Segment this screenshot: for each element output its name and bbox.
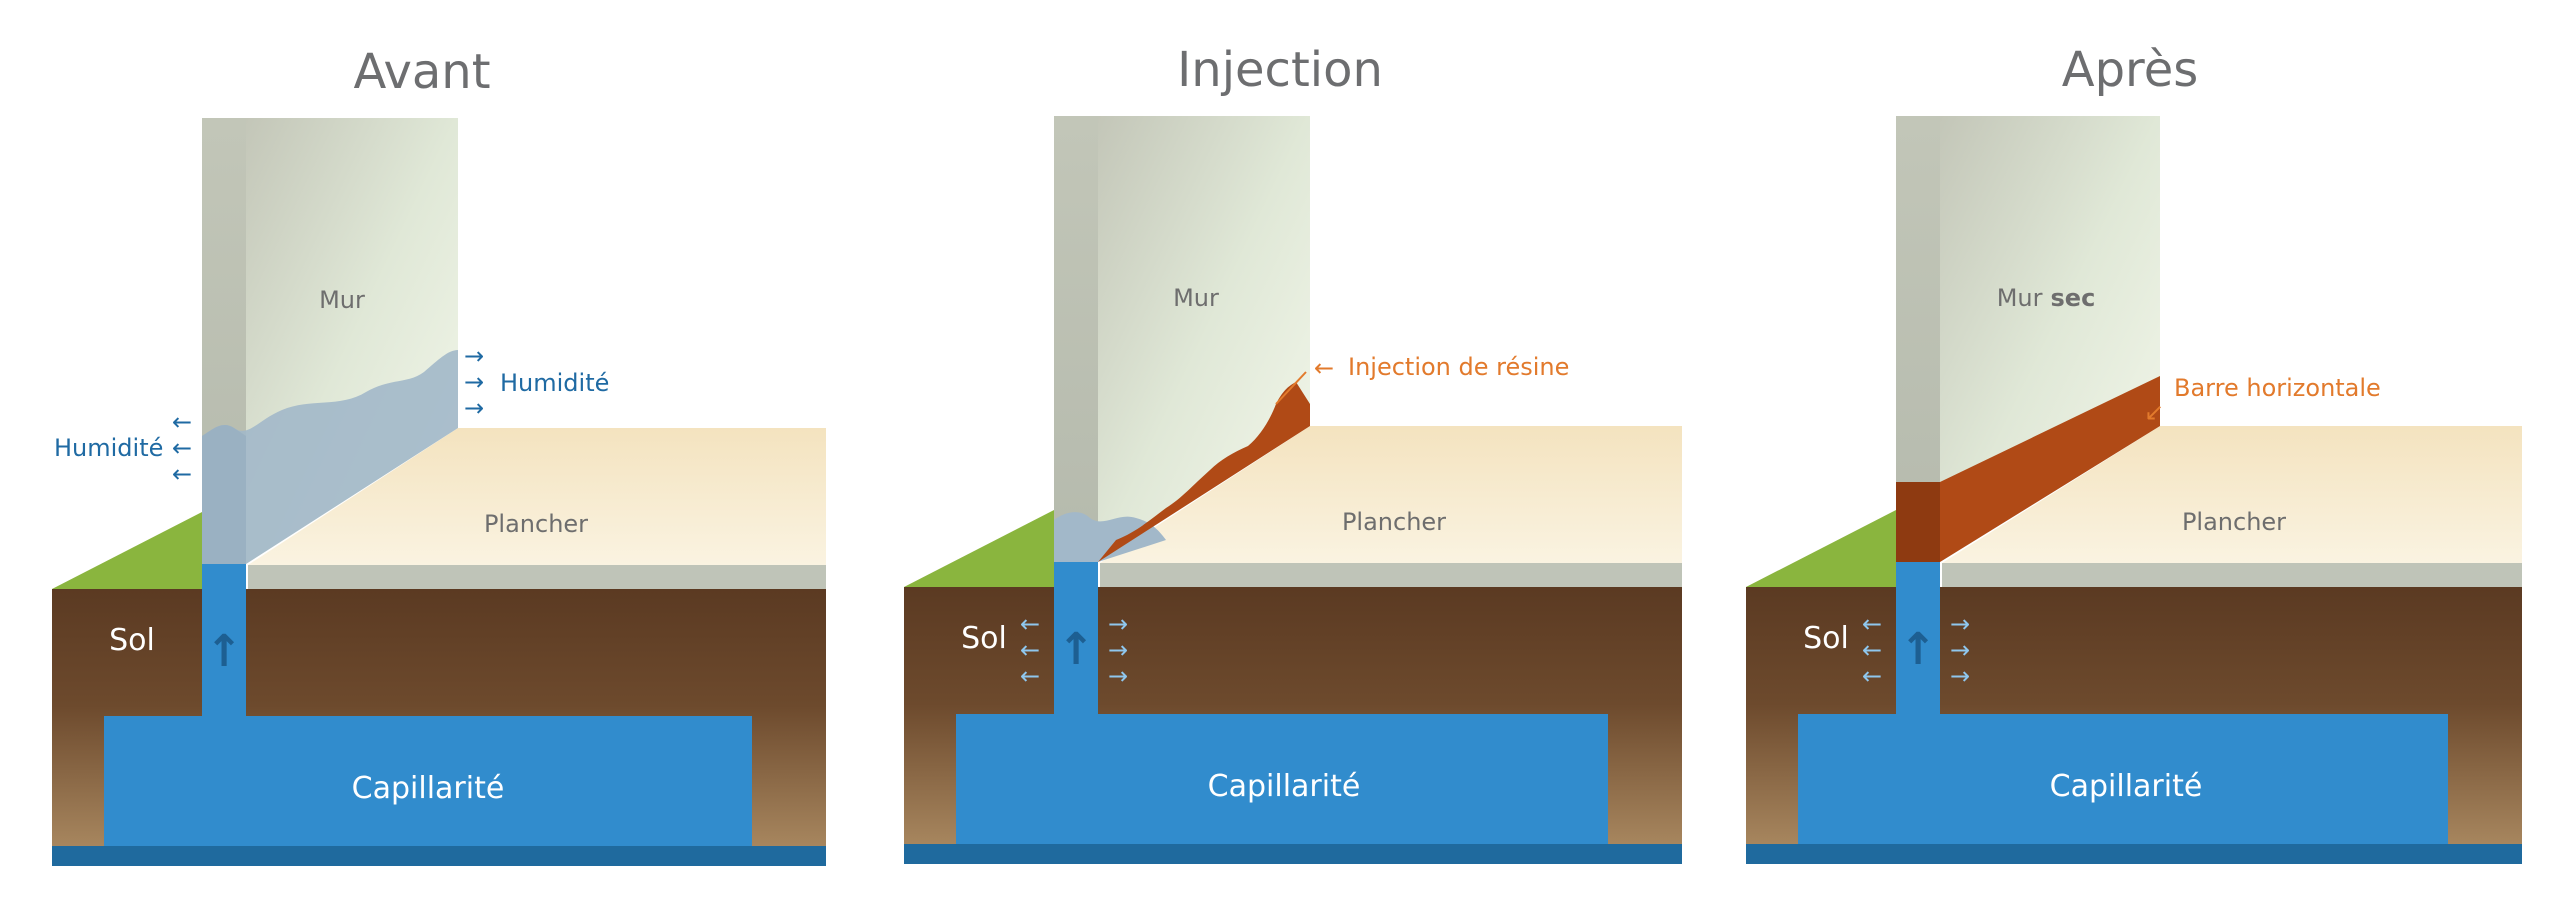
soil-label: Sol	[109, 623, 155, 658]
wall-label-bold: sec	[2051, 284, 2096, 312]
capillary-arrow-up: ↑	[1900, 624, 1937, 675]
damp-zone-side	[202, 425, 246, 564]
arrow-left-icon: ←	[1862, 636, 1882, 664]
arrow-right-icon: →	[1108, 662, 1128, 690]
water-base	[904, 844, 1682, 864]
wall-label-main: Mur	[1997, 284, 2043, 312]
soil-label: Sol	[961, 621, 1007, 656]
arrow-right-icon: →	[1950, 662, 1970, 690]
grass	[904, 510, 1054, 587]
capillary-arrow-up: ↑	[1058, 624, 1095, 675]
arrow-left-icon: ←	[1020, 662, 1040, 690]
horizontal-barrier	[1940, 376, 2160, 562]
arrow-left-icon: ←	[1862, 610, 1882, 638]
water-reservoir	[1798, 714, 2448, 844]
floor	[1942, 426, 2522, 563]
capillary-column	[1896, 560, 1940, 718]
arrow-right-icon: →	[464, 368, 484, 396]
grass	[52, 512, 202, 589]
wall-side	[1054, 116, 1098, 562]
capillary-arrow-up: ↑	[206, 626, 243, 677]
barrier-side	[1896, 482, 1940, 562]
floor-label: Plancher	[1342, 508, 1446, 536]
soil-label: Sol	[1803, 621, 1849, 656]
arrow-left-icon: ←	[172, 434, 192, 462]
wall-label: Mur	[319, 286, 365, 314]
arrow-left-icon: ←	[1862, 662, 1882, 690]
water-label: Capillarité	[352, 771, 505, 806]
water-base	[1746, 844, 2522, 864]
panel-title: Avant	[353, 44, 490, 100]
arrow-left-icon: ←	[172, 408, 192, 436]
damp-zone	[1054, 512, 1166, 562]
resin-injection-band	[1098, 382, 1310, 562]
floor-edge	[1100, 563, 1682, 587]
water-base	[52, 846, 826, 866]
wall-label: Mur	[1173, 284, 1219, 312]
panel-title: Injection	[1177, 42, 1383, 98]
arrow-right-icon: →	[1950, 610, 1970, 638]
floor-label: Plancher	[484, 510, 588, 538]
panel-avant: Avant ↑ Mur Plancher Sol Capillarité → →…	[52, 44, 826, 866]
damp-zone	[202, 350, 458, 564]
grass	[1746, 510, 1896, 587]
water-reservoir	[104, 716, 752, 846]
arrow-left-icon: ←	[1314, 354, 1334, 382]
panel-injection: Injection ↑ ← ← ← → → → Mur Plancher Sol…	[904, 42, 1682, 864]
arrow-right-icon: →	[464, 342, 484, 370]
arrow-right-icon: →	[1108, 610, 1128, 638]
floor-edge	[1942, 563, 2522, 587]
callout-line	[1275, 371, 1307, 405]
capillary-column	[1054, 560, 1098, 718]
capillary-column	[202, 562, 246, 720]
panel-title: Après	[2062, 42, 2199, 98]
water-label: Capillarité	[1208, 769, 1361, 804]
water-reservoir	[956, 714, 1608, 844]
floor	[248, 428, 826, 565]
floor-label: Plancher	[2182, 508, 2286, 536]
water-label: Capillarité	[2050, 769, 2203, 804]
floor-edge	[248, 565, 826, 589]
arrow-right-icon: →	[464, 394, 484, 422]
arrow-diag-icon: ↙	[2144, 398, 2164, 426]
arrow-right-icon: →	[1108, 636, 1128, 664]
humidity-left-label: Humidité	[54, 434, 163, 462]
floor	[1100, 426, 1682, 563]
arrow-left-icon: ←	[1020, 610, 1040, 638]
humidity-right-label: Humidité	[500, 369, 609, 397]
arrow-left-icon: ←	[172, 460, 192, 488]
resin-injection-label: Injection de résine	[1348, 353, 1569, 381]
arrow-right-icon: →	[1950, 636, 1970, 664]
barrier-label: Barre horizontale	[2174, 374, 2381, 402]
arrow-left-icon: ←	[1020, 636, 1040, 664]
